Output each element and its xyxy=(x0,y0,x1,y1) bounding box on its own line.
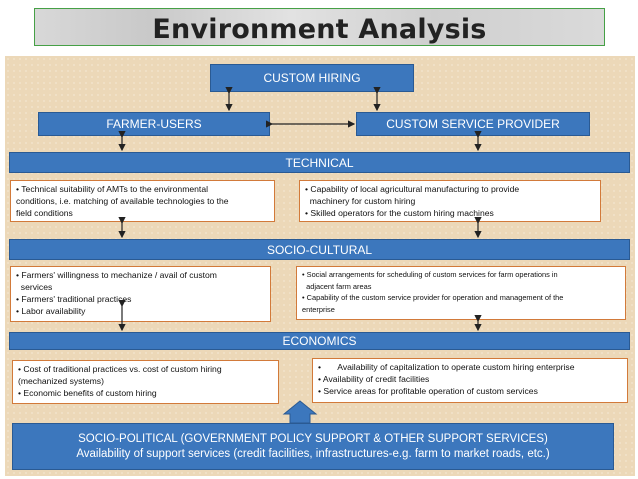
socio-cultural-right-box: • Social arrangements for scheduling of … xyxy=(296,266,626,320)
technical-header-label: TECHNICAL xyxy=(285,155,354,170)
socio-cultural-header: SOCIO-CULTURAL xyxy=(9,239,630,260)
farmer-users-label: FARMER-USERS xyxy=(106,117,202,131)
economics-left-box: • Cost of traditional practices vs. cost… xyxy=(12,360,279,404)
technical-header: TECHNICAL xyxy=(9,152,630,173)
title-banner: Environment Analysis xyxy=(34,8,605,46)
socio-cultural-header-label: SOCIO-CULTURAL xyxy=(266,242,373,257)
socio-cultural-left-line: • Farmers' willingness to mechanize / av… xyxy=(16,270,217,280)
socio-cultural-left-line: • Farmers' traditional practices xyxy=(16,294,132,304)
socio-political-box: SOCIO-POLITICAL (GOVERNMENT POLICY SUPPO… xyxy=(12,423,614,470)
service-provider-label: CUSTOM SERVICE PROVIDER xyxy=(386,117,560,131)
economics-header-label: ECONOMICS xyxy=(282,334,357,348)
socio-cultural-right-line: • Social arrangements for scheduling of … xyxy=(302,270,558,279)
economics-left-line: • Cost of traditional practices vs. cost… xyxy=(18,364,222,374)
economics-right-box: • Availability of capitalization to oper… xyxy=(312,358,628,403)
technical-left-line: • Technical suitability of AMTs to the e… xyxy=(16,184,209,194)
technical-right-line: • Capability of local agricultural manuf… xyxy=(305,184,520,194)
socio-political-title: SOCIO-POLITICAL (GOVERNMENT POLICY SUPPO… xyxy=(78,433,548,445)
technical-right-line: machinery for custom hiring xyxy=(305,196,416,206)
technical-right-line: • Skilled operators for the custom hirin… xyxy=(305,208,494,218)
economics-right-line: • Availability of capitalization to oper… xyxy=(318,362,575,372)
socio-political-detail: Availability of support services (credit… xyxy=(76,447,550,460)
socio-cultural-left-line: • Labor availability xyxy=(16,306,86,316)
technical-right-box: • Capability of local agricultural manuf… xyxy=(299,180,601,222)
technical-left-line: conditions, i.e. matching of available t… xyxy=(16,196,229,206)
socio-cultural-left-line: services xyxy=(16,282,53,292)
economics-header: ECONOMICS xyxy=(9,332,630,350)
economics-left-line: • Economic benefits of custom hiring xyxy=(18,388,157,398)
socio-cultural-left-box: • Farmers' willingness to mechanize / av… xyxy=(10,266,271,322)
service-provider-box: CUSTOM SERVICE PROVIDER xyxy=(356,112,590,136)
economics-left-line: (mechanized systems) xyxy=(18,376,104,386)
technical-left-line: field conditions xyxy=(16,208,73,218)
custom-hiring-label: CUSTOM HIRING xyxy=(263,71,361,85)
economics-right-line: • Availability of credit facilities xyxy=(318,374,430,384)
socio-cultural-right-line: adjacent farm areas xyxy=(302,281,372,291)
page-title: Environment Analysis xyxy=(152,14,487,45)
technical-left-box: • Technical suitability of AMTs to the e… xyxy=(10,180,275,222)
farmer-users-box: FARMER-USERS xyxy=(38,112,270,136)
custom-hiring-box: CUSTOM HIRING xyxy=(210,64,414,92)
socio-cultural-right-line: enterprise xyxy=(302,304,335,314)
socio-cultural-right-line: • Capability of the custom service provi… xyxy=(302,293,564,302)
economics-right-line: • Service areas for profitable operation… xyxy=(318,386,538,396)
